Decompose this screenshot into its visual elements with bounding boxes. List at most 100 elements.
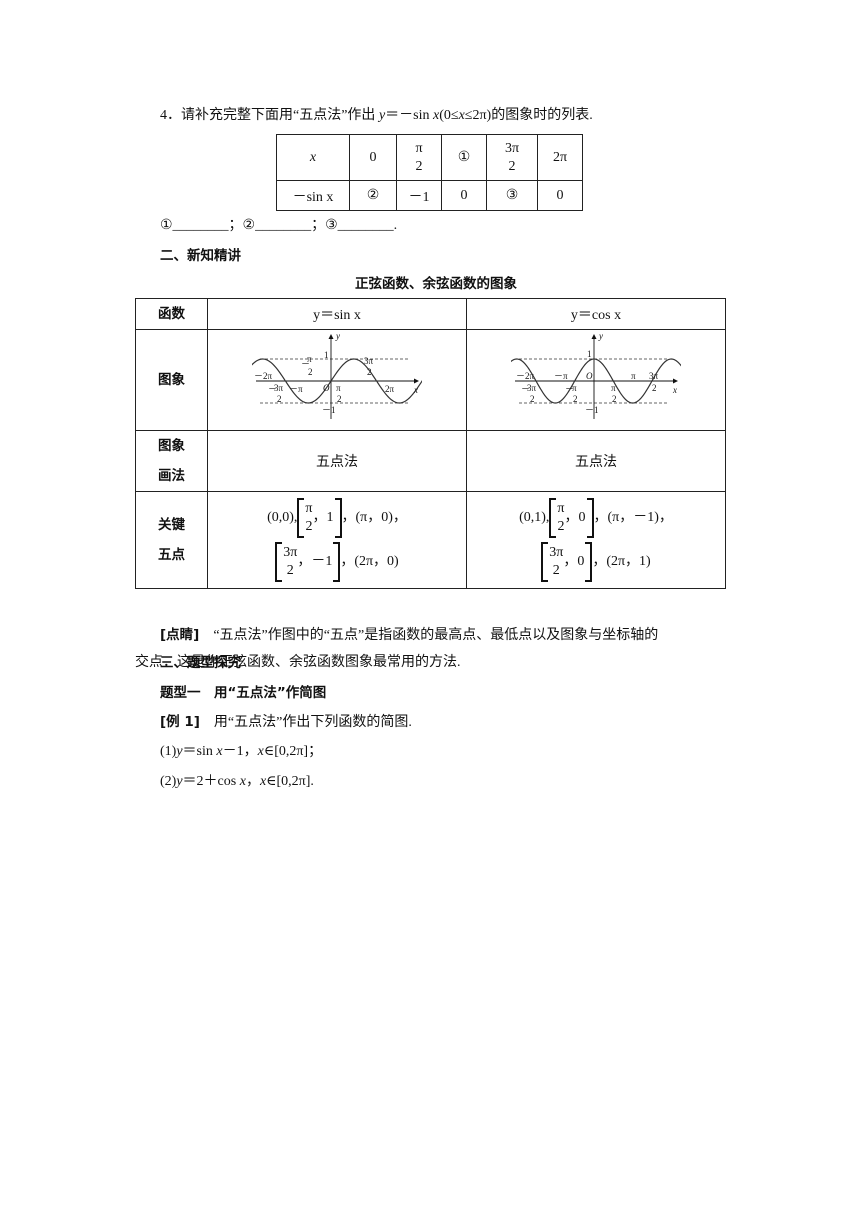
- point-y: ，0: [563, 554, 585, 570]
- table-cell: 0: [537, 180, 583, 211]
- example-1: [例 1] 用“五点法”作出下列函数的简图.: [160, 710, 412, 731]
- label-line: 画法: [158, 468, 185, 484]
- point-y: ，0: [564, 510, 586, 526]
- var-y: y: [176, 774, 183, 789]
- tick-neg-one: －1: [585, 405, 599, 415]
- var-y: y: [176, 744, 183, 759]
- tick-neg-pi: －π: [554, 371, 568, 381]
- tick-pi-den: 2: [337, 394, 342, 404]
- tick-one: 1: [587, 349, 592, 359]
- var-x: x: [259, 774, 267, 789]
- denominator: 2: [552, 563, 560, 578]
- sin-graph: y x 1 －1 O －2π －π － π 2 － 3π 2 π 2 3π 2: [212, 331, 450, 419]
- label-line: 五点: [158, 547, 185, 563]
- numerator: π: [305, 501, 313, 516]
- var-x: x: [239, 774, 246, 789]
- note-text-1: “五点法”作图中的“五点”是指函数的最高点、最低点以及图象与坐标轴的: [199, 628, 659, 643]
- tick-3pi-num: 3π: [364, 356, 374, 366]
- numerator: 3π: [549, 545, 564, 560]
- tick-pi-den: 2: [612, 394, 617, 404]
- tick-pi-num: π: [336, 383, 341, 393]
- point-y: ，1: [312, 510, 334, 526]
- label-line: 图象: [158, 438, 185, 454]
- tick-pi: π: [631, 371, 636, 381]
- item-text: ，: [245, 774, 260, 789]
- table-title: 正弦函数、余弦函数的图象: [355, 276, 517, 292]
- table-cell: x: [276, 134, 350, 181]
- tick-3pi-num: 3π: [649, 371, 659, 381]
- tick-neg-2pi: －2π: [516, 371, 535, 381]
- item-text: (2): [160, 774, 177, 789]
- tick-pi-num: π: [572, 383, 577, 393]
- neg-sign: －: [521, 384, 530, 394]
- tick-3pi-den: 2: [367, 367, 372, 377]
- x-label: x: [413, 385, 418, 395]
- var-x: x: [257, 744, 264, 759]
- sine-curve: [212, 357, 450, 404]
- header-function: 函数: [135, 298, 208, 330]
- table-cell: 0: [349, 134, 397, 181]
- item-text: ＝2＋cos: [182, 774, 240, 789]
- note-text-2: 交点．这是作正弦函数、余弦函数图象最常用的方法.: [135, 655, 461, 670]
- cos-graph: y x 1 －1 O －2π －π π － 3π 2 － π 2 π 2 3π: [493, 331, 695, 419]
- item-text: (1): [160, 744, 177, 759]
- header-sin: y＝sin x: [207, 298, 467, 330]
- method-sin: 五点法: [207, 430, 467, 492]
- denominator: 2: [508, 158, 516, 174]
- note-paragraph: [点睛] “五点法”作图中的“五点”是指函数的最高点、最低点以及图象与坐标轴的: [160, 620, 730, 651]
- sin-graph-cell: y x 1 －1 O －2π －π － π 2 － 3π 2 π 2 3π 2: [207, 329, 467, 431]
- table-row: 图象画法 五点法 五点法: [135, 430, 726, 492]
- section-heading-2: 二、新知精讲: [160, 248, 241, 264]
- tick-pi-den: 2: [308, 367, 313, 377]
- x-label: x: [672, 385, 677, 395]
- q4-var-y: y: [378, 108, 386, 123]
- note-tag: [点睛]: [160, 627, 200, 643]
- point-text: ，(π，－1)，: [593, 510, 673, 526]
- neg-sign: －: [565, 384, 574, 394]
- q4-text-d: ≤2π)的图象时的列表.: [464, 108, 593, 123]
- table-row: 函数 y＝sin x y＝cos x: [135, 298, 726, 330]
- table-cell: ①: [441, 134, 487, 181]
- tick-3pi-den: 2: [652, 383, 657, 393]
- example-text: 用“五点法”作出下列函数的简图.: [199, 715, 412, 730]
- y-label: y: [598, 331, 603, 341]
- q4-var-x2: x: [458, 108, 465, 123]
- q4-text-c: (0≤: [439, 108, 459, 123]
- point-text: ，(2π，1): [592, 554, 651, 570]
- origin-label: O: [586, 371, 593, 381]
- tick-3pi-num: 3π: [527, 383, 537, 393]
- neg-sign: －: [268, 384, 277, 394]
- label-line: 关键: [158, 517, 185, 533]
- answer-blanks: ①________；②________；③________.: [160, 218, 398, 233]
- tick-3pi-num: 3π: [274, 383, 284, 393]
- numerator: 3π: [283, 545, 298, 560]
- section-heading-3-text: 三、题型探究: [160, 655, 241, 671]
- cell-label-x: x: [309, 149, 317, 165]
- method-cos: 五点法: [466, 430, 726, 492]
- tick-pi-num: π: [611, 383, 616, 393]
- table-row: －sin x ② －1 0 ③ 0: [276, 180, 583, 211]
- table-row: 图象 y x 1 －1 O －2π －π: [135, 329, 726, 431]
- tick-neg-pi: －π: [289, 384, 303, 394]
- denominator: 2: [557, 519, 565, 534]
- denominator: 2: [305, 519, 313, 534]
- q4-var-x: x: [433, 108, 440, 123]
- tick-pi-den: 2: [573, 394, 578, 404]
- point-text: ，(π，0)，: [341, 510, 407, 526]
- question-4: 4．请补充完整下面用“五点法”作出 y＝－sin x(0≤x≤2π)的图象时的列…: [160, 104, 593, 124]
- item-text: －1，: [222, 744, 258, 759]
- tick-neg-one: －1: [322, 405, 336, 415]
